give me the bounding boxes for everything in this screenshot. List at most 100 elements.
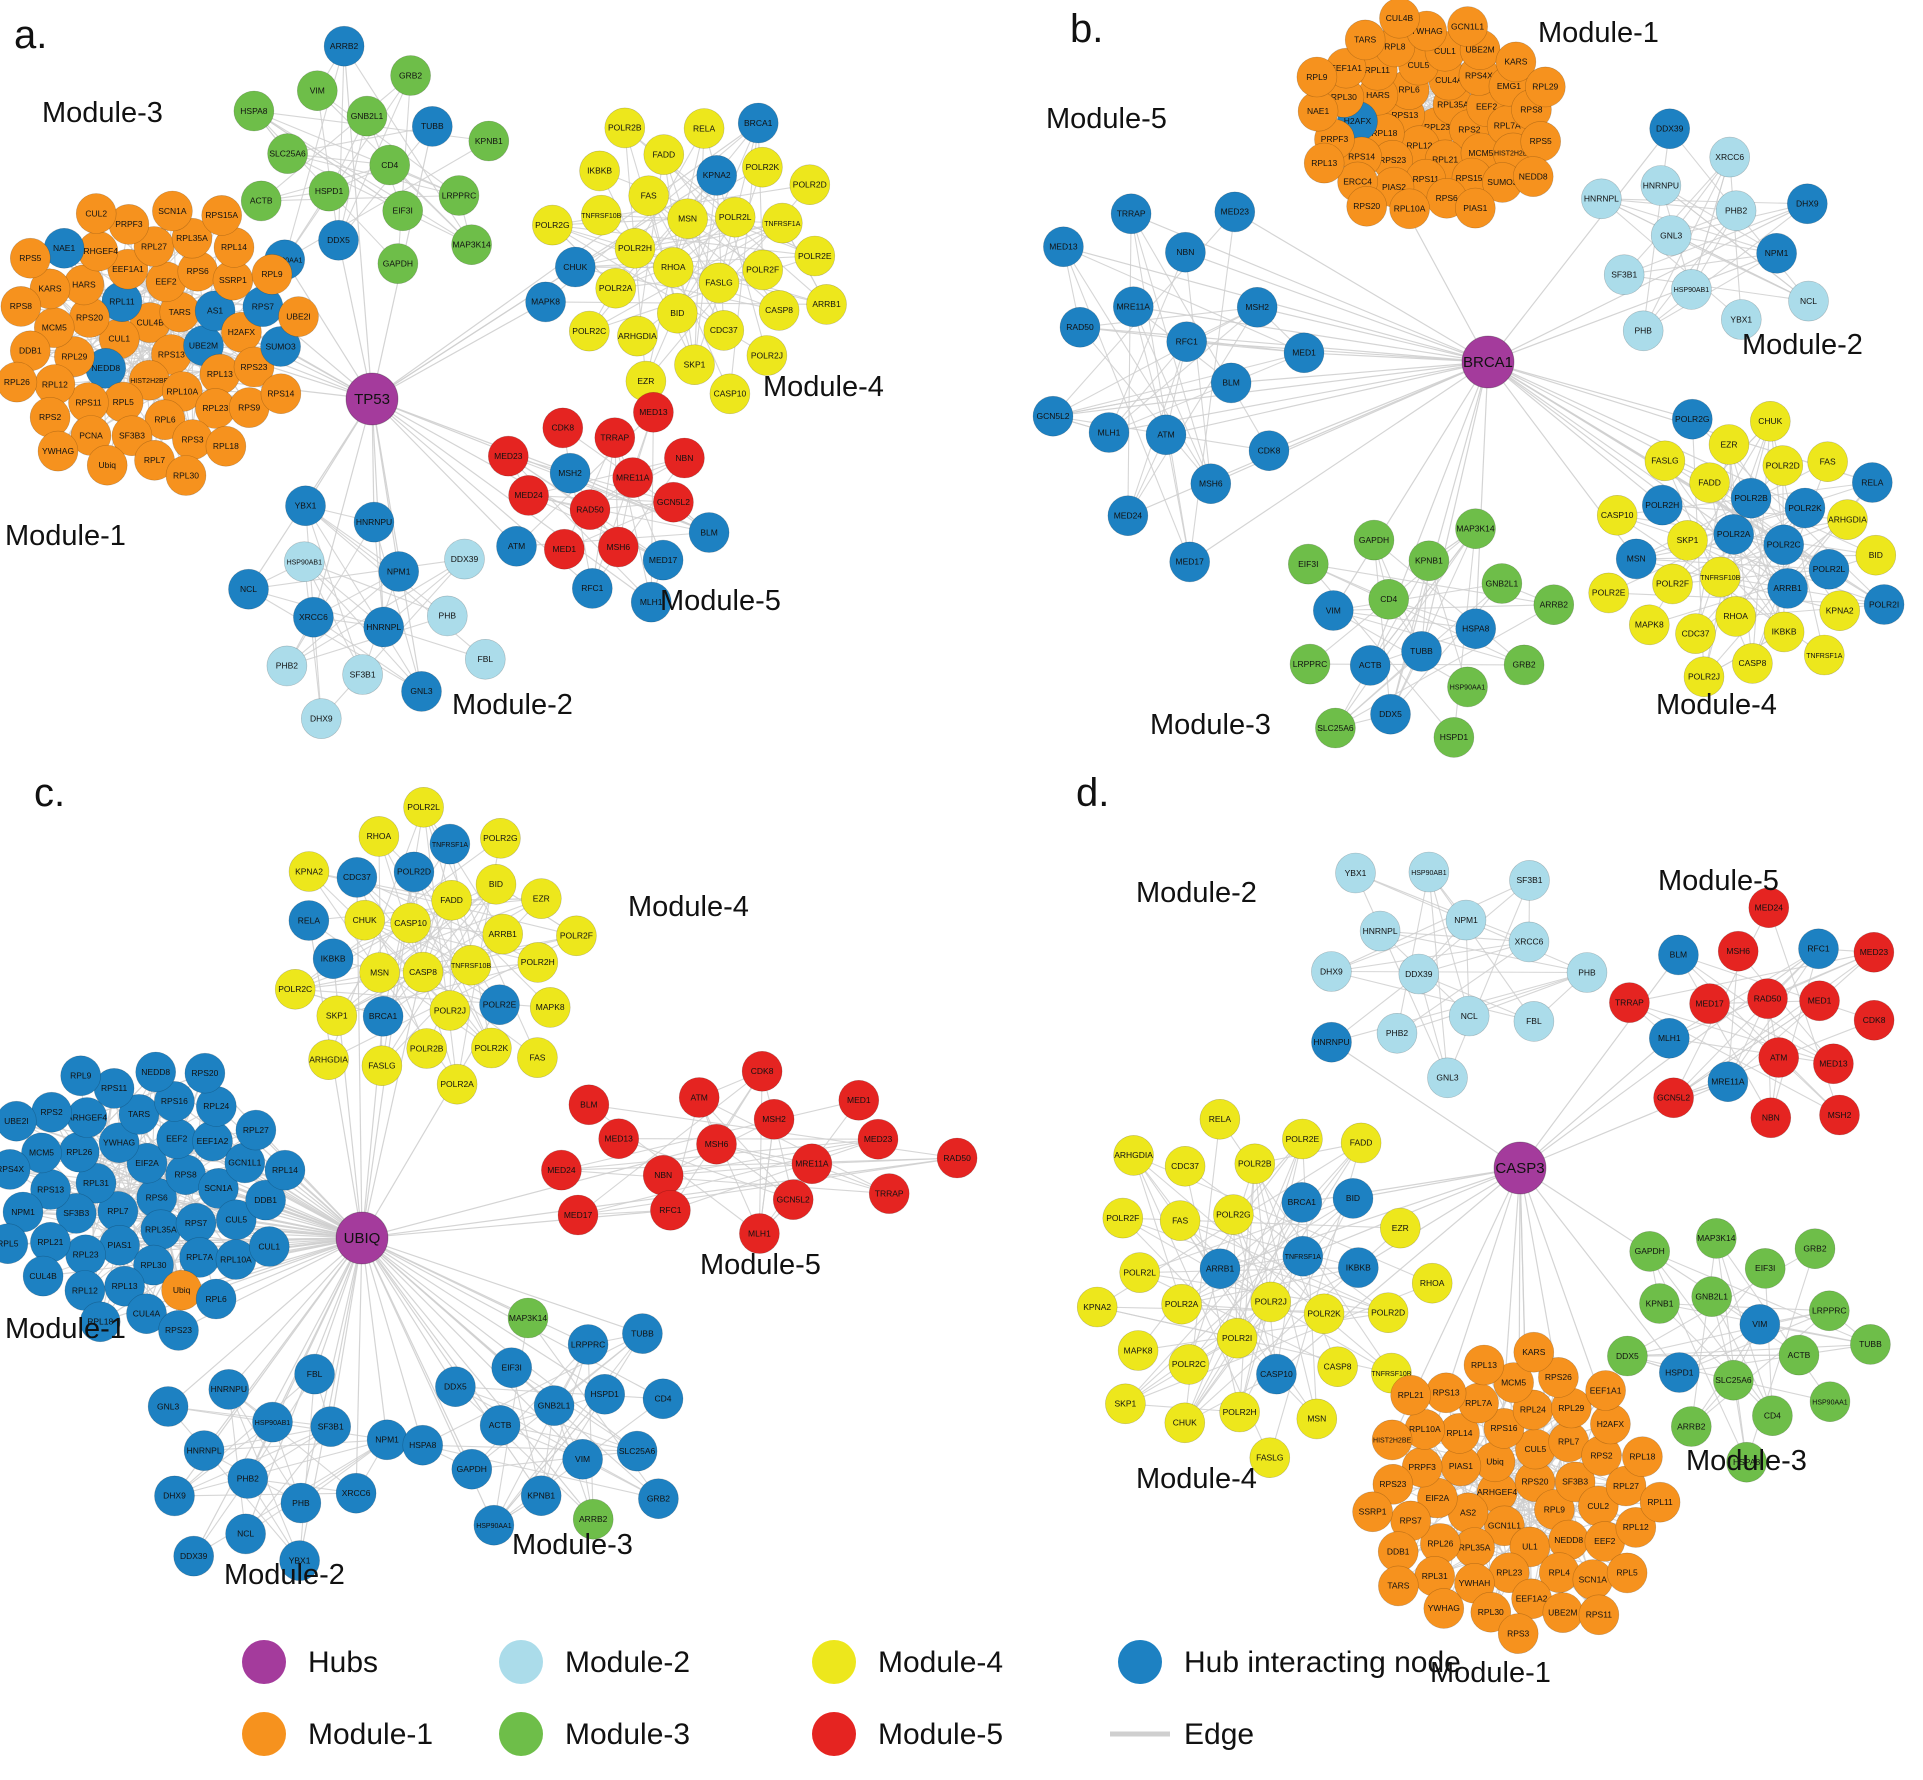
node-label: AS2 [1460,1508,1476,1518]
node-label: PHB2 [237,1473,259,1483]
node-label: CDC37 [710,325,738,335]
node-label: CDC37 [1171,1161,1199,1171]
node-label: RPL4 [1549,1567,1571,1577]
node-label: MSN [678,214,697,224]
node-label: XRCC6 [342,1488,371,1498]
node-label: MSH6 [705,1139,729,1149]
legend-label: Module-3 [565,1718,690,1751]
node-label: ERCC4 [1343,177,1372,187]
legend-label: Hub interacting node [1184,1646,1461,1679]
node-label: RPL10A [1409,1424,1441,1434]
node-label: POLR2B [1734,493,1768,503]
node-label: RPS3 [1507,1628,1529,1638]
node-label: RPL30 [1478,1607,1504,1617]
legend-swatch-Module-2 [499,1640,543,1684]
node-label: POLR2J [434,1005,466,1015]
node-label: RPS6 [187,266,209,276]
node-label: RPS23 [165,1325,192,1335]
node-label: EIF3I [393,206,413,216]
node-label: POLR2J [751,350,783,360]
node-label: HSP90AB1 [287,560,323,567]
legend-swatch-Module-3 [499,1712,543,1756]
node-label: YBX1 [1345,868,1367,878]
node-label: Ubiq [1486,1457,1504,1467]
node-label: CASP10 [394,918,427,928]
node-label: RPL6 [1398,84,1420,94]
node-label: TUBB [631,1328,654,1338]
node-label: PRPF3 [1408,1462,1436,1472]
node-label: XRCC6 [1515,937,1544,947]
node-label: CUL5 [1408,60,1430,70]
node-label: GCN5L2 [657,497,690,507]
node-label: RPS13 [158,349,185,359]
node-label: MED13 [639,407,668,417]
node-label: EZR [1392,1223,1409,1233]
node-label: FBL [478,654,494,664]
node-label: SLC25A6 [619,1446,656,1456]
hub-label: CASP3 [1495,1160,1544,1177]
node-label: EEF2 [1594,1536,1616,1546]
node-label: RPL6 [154,415,176,425]
node-label: GNB2L1 [351,111,384,121]
node-label: FBL [307,1369,323,1379]
node-label: RPL13 [207,369,233,379]
node-label: RPS6 [1436,193,1458,203]
node-label: HSP90AB1 [1411,870,1447,877]
node-label: POLR2D [1766,460,1800,470]
node-label: RPS4X [1465,70,1493,80]
node-label: POLR2E [483,1000,517,1010]
node-label: NBN [675,453,693,463]
node-label: GNL3 [1660,230,1682,240]
node-label: RPS13 [37,1184,64,1194]
node-label: POLR2H [618,243,652,253]
node-label: AS1 [207,306,223,316]
node-label: POLR2A [440,1079,474,1089]
node-label: MAP3K14 [452,240,491,250]
module-label: Module-2 [452,689,573,721]
node-label: TARS [1387,1581,1409,1591]
node-label: CD4 [654,1394,671,1404]
node-label: NAE1 [53,243,75,253]
node-label: EMG1 [1497,81,1521,91]
node-label: DDX39 [180,1551,208,1561]
node-label: NCL [1461,1011,1478,1021]
node-label: RELA [693,123,716,133]
node-label: ATM [508,541,525,551]
node-label: MED17 [564,1210,593,1220]
node-label: HSP90AB1 [1674,287,1710,294]
node-label: RAD50 [576,504,604,514]
node-label: CUL1 [108,334,130,344]
node-label: RPL6 [205,1294,227,1304]
node-label: DDX5 [1379,709,1402,719]
node-label: RPS5 [19,253,41,263]
hub-label: BRCA1 [1463,354,1513,371]
node-label: MED13 [1819,1059,1848,1069]
node-label: LRPPRC [1812,1306,1846,1316]
node-label: MED17 [649,555,678,565]
node-label: SSRP1 [1359,1507,1387,1517]
node-label: HSP90AB1 [255,1420,291,1427]
node-label: RPL30 [173,470,199,480]
node-label: RPL27 [141,241,167,251]
node-label: GCN1L1 [228,1158,261,1168]
node-label: EIF3I [502,1363,522,1373]
node-label: HSPD1 [1665,1367,1694,1377]
node-label: TRRAP [1117,209,1146,219]
node-label: PHB2 [1725,206,1747,216]
node-label: POLR2D [397,867,431,877]
node-label: RPL24 [203,1101,229,1111]
node-label: RPS16 [161,1096,188,1106]
node-label: TARS [128,1109,150,1119]
node-label: EEF1A1 [1590,1385,1622,1395]
node-label: MRE11A [795,1159,829,1169]
legend-swatch-Hub interacting node [1118,1640,1162,1684]
node-label: NCL [237,1529,254,1539]
node-label: RPS2 [39,412,61,422]
node-label: ACTB [250,196,273,206]
node-label: RPS8 [10,301,32,311]
node-label: CASP8 [765,305,793,315]
node-label: RPL9 [70,1071,92,1081]
node-label: RPL7 [1558,1437,1580,1447]
node-label: HNRNPU [211,1384,247,1394]
node-label: POLR2A [599,283,633,293]
